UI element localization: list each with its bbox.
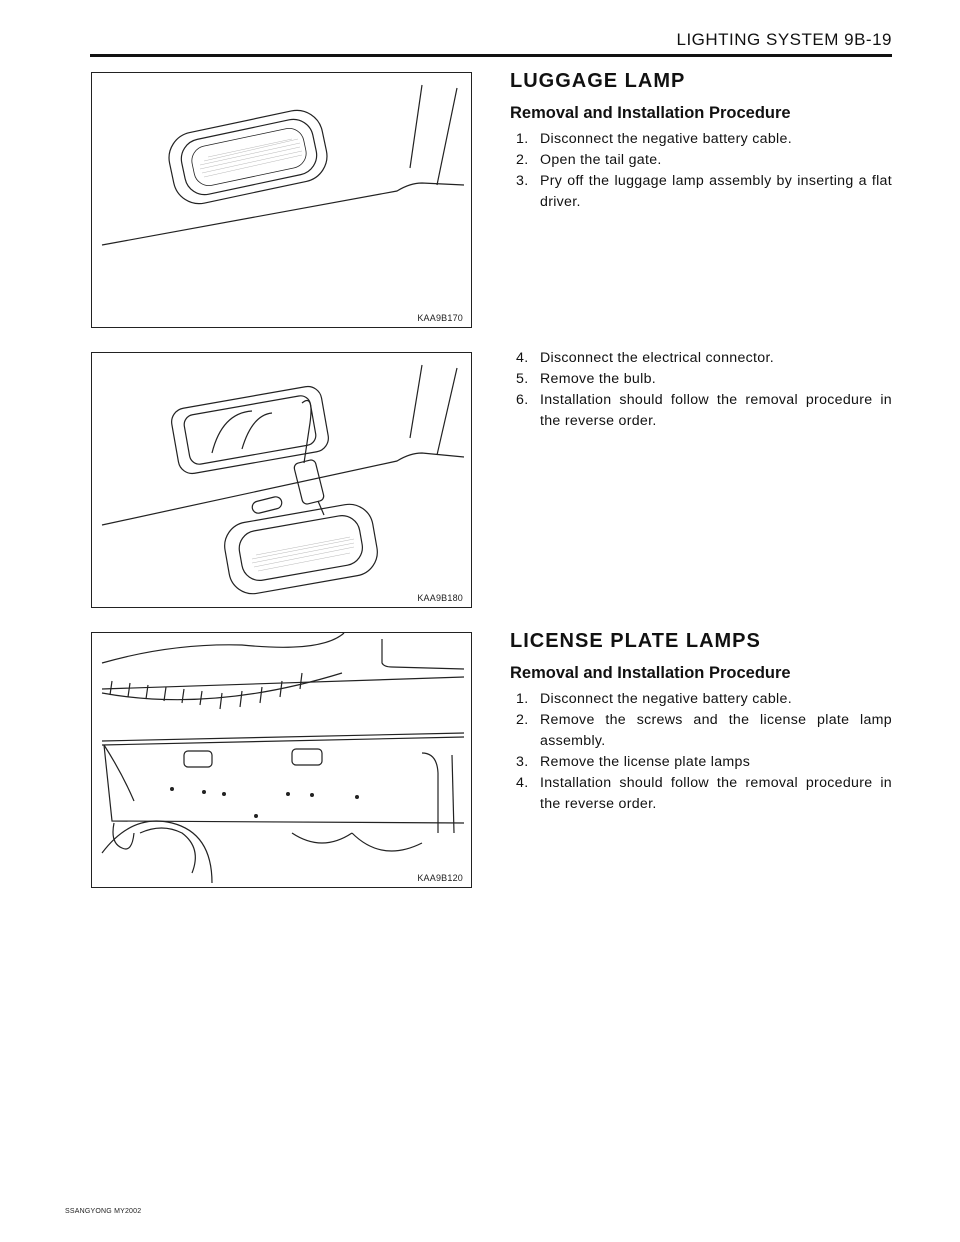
- step-number: 4.: [516, 775, 529, 791]
- luggage-lamp-bulb-illustration: [101, 364, 465, 595]
- license-plate-lamps-illustration: [101, 633, 465, 884]
- license-plate-lamps-steps: 1. Disconnect the negative battery cable…: [516, 689, 892, 815]
- page-footer: SSANGYONG MY2002: [65, 1208, 142, 1215]
- step-number: 3.: [516, 754, 529, 770]
- list-item: 3. Pry off the luggage lamp assembly by …: [516, 171, 892, 213]
- section-subtitle: Removal and Installation Procedure: [510, 664, 791, 682]
- luggage-lamp-illustration: [101, 84, 465, 246]
- step-text: Pry off the luggage lamp assembly by ins…: [540, 173, 892, 210]
- list-item: 3. Remove the license plate lamps: [516, 752, 892, 773]
- list-item: 2. Open the tail gate.: [516, 150, 892, 171]
- step-text: Installation should follow the removal p…: [540, 775, 892, 812]
- figure-caption: KAA9B180: [417, 593, 463, 603]
- list-item: 1. Disconnect the negative battery cable…: [516, 689, 892, 710]
- section-subtitle: Removal and Installation Procedure: [510, 104, 791, 122]
- step-text: Remove the bulb.: [540, 371, 656, 387]
- list-item: 4. Disconnect the electrical connector.: [516, 348, 892, 369]
- step-text: Disconnect the electrical connector.: [540, 350, 774, 366]
- list-item: 2. Remove the screws and the license pla…: [516, 710, 892, 752]
- step-number: 4.: [516, 350, 529, 366]
- list-item: 5. Remove the bulb.: [516, 369, 892, 390]
- step-number: 6.: [516, 392, 529, 408]
- section-title-luggage-lamp: LUGGAGE LAMP: [510, 70, 686, 92]
- luggage-lamp-steps-continued: 4. Disconnect the electrical connector. …: [516, 348, 892, 432]
- step-number: 1.: [516, 131, 529, 147]
- step-number: 5.: [516, 371, 529, 387]
- figure-caption: KAA9B120: [417, 873, 463, 883]
- step-text: Remove the license plate lamps: [540, 754, 751, 770]
- step-number: 1.: [516, 691, 529, 707]
- figure-caption: KAA9B170: [417, 313, 463, 323]
- header-rule: [90, 54, 892, 57]
- list-item: 1. Disconnect the negative battery cable…: [516, 129, 892, 150]
- luggage-lamp-steps: 1. Disconnect the negative battery cable…: [516, 129, 892, 213]
- list-item: 4. Installation should follow the remova…: [516, 773, 892, 815]
- step-text: Disconnect the negative battery cable.: [540, 691, 792, 707]
- page-header-title: LIGHTING SYSTEM 9B-19: [676, 30, 892, 49]
- figure-license-plate-lamps: KAA9B120: [91, 632, 472, 888]
- step-number: 3.: [516, 173, 529, 189]
- section-title-license-plate-lamps: LICENSE PLATE LAMPS: [510, 630, 761, 652]
- figure-luggage-lamp: KAA9B170: [91, 72, 472, 328]
- step-number: 2.: [516, 152, 529, 168]
- step-number: 2.: [516, 712, 529, 728]
- step-text: Installation should follow the removal p…: [540, 392, 892, 429]
- step-text: Open the tail gate.: [540, 152, 662, 168]
- step-text: Remove the screws and the license plate …: [540, 712, 892, 749]
- list-item: 6. Installation should follow the remova…: [516, 390, 892, 432]
- step-text: Disconnect the negative battery cable.: [540, 131, 792, 147]
- figure-luggage-lamp-bulb: KAA9B180: [91, 352, 472, 608]
